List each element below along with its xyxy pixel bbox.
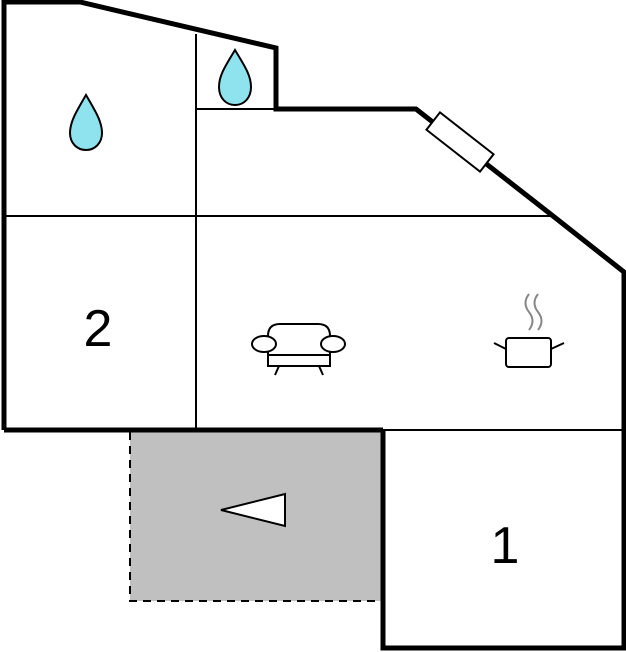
exterior-walls-upper [1,0,626,430]
terrace-dashed-border [129,432,382,602]
interior-walls [4,34,624,431]
window-icon [425,110,495,174]
direction-arrow-icon [220,492,286,528]
bedroom-1-walls [380,430,626,651]
cooking-pot-icon [493,293,565,368]
water-drop-icon [217,48,253,107]
room-label-2: 2 [84,300,113,358]
sofa-icon [251,323,346,376]
room-label-1: 1 [491,517,520,575]
water-drop-icon [68,93,104,152]
